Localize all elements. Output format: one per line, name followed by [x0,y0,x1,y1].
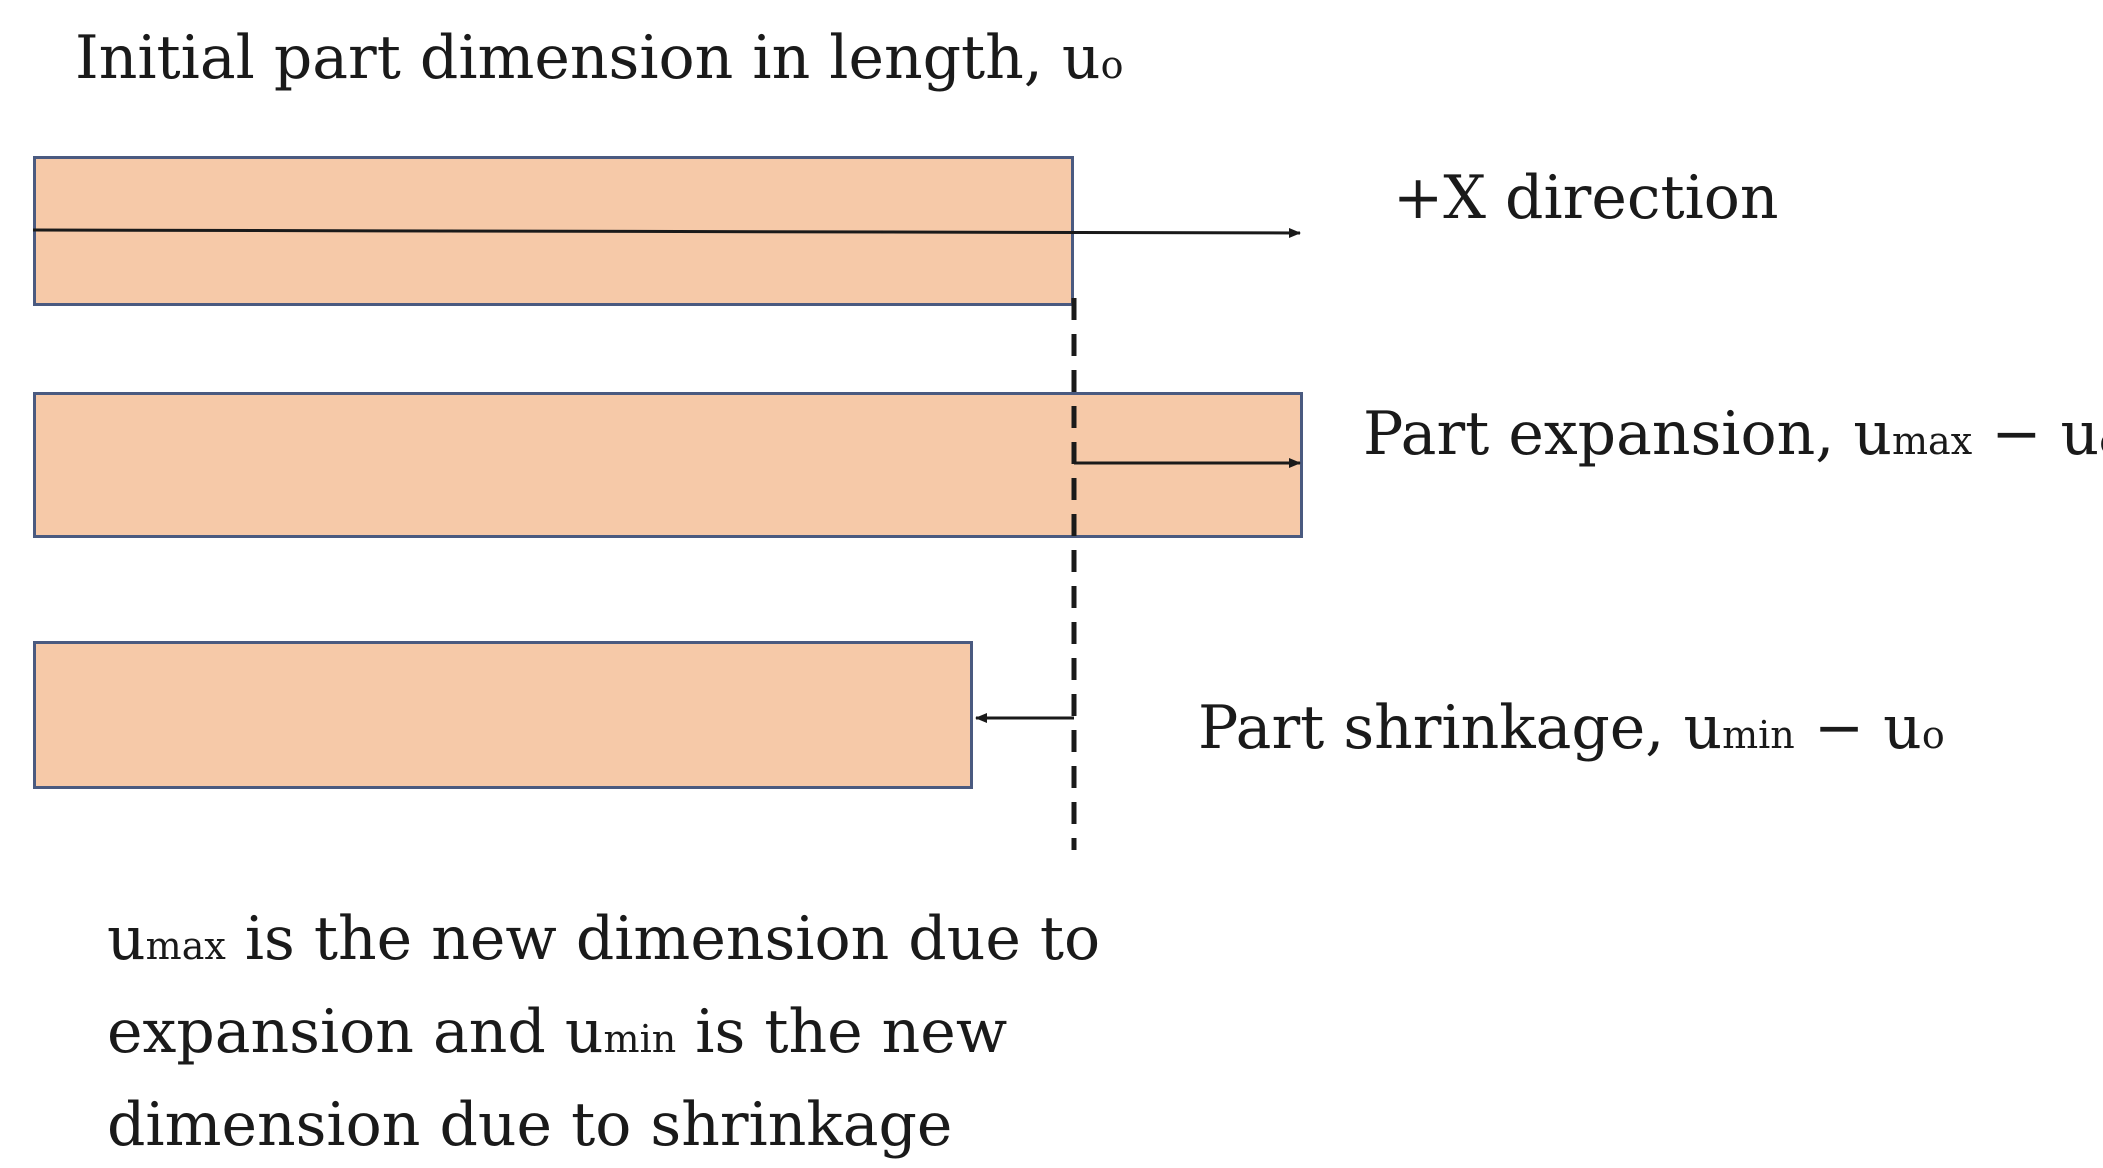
note-sub-max: max [145,924,226,968]
expansion-subscript-o: o [2099,419,2103,463]
x-direction-label: +X direction [1393,163,1779,233]
expansion-text: Part expansion, u [1363,399,1893,469]
shrinkage-subscript-o: o [1921,713,1945,757]
shrinkage-subscript-min: min [1722,713,1795,757]
note-line-3: dimension due to shrinkage [107,1090,953,1160]
initial-dimension-label: Initial part dimension in length, uo [75,28,1123,88]
expansion-subscript-max: max [1892,419,1973,463]
shrinkage-text: Part shrinkage, u [1198,693,1723,763]
initial-dimension-text: Initial part dimension in length, u [75,23,1101,93]
shrinkage-label: Part shrinkage, umin − uo [1198,698,1945,758]
note-sub-min: min [603,1017,677,1061]
definition-note: umax is the new dimension due to expansi… [107,896,1100,1168]
shrunk-part-bar [33,641,973,789]
note-line-2: expansion and umin is the new [107,989,1100,1082]
expansion-label: Part expansion, umax − uo [1363,404,2103,464]
expanded-part-bar [33,392,1303,538]
note-line-1: umax is the new dimension due to [107,896,1100,989]
note-line-2-end: is the new [676,997,1008,1067]
note-u: u [107,904,146,974]
note-line-1-rest: is the new dimension due to [225,904,1101,974]
initial-dimension-subscript: o [1100,43,1124,87]
initial-part-bar [33,156,1074,306]
expansion-minus-u: − u [1972,399,2100,469]
shrinkage-minus-u: − u [1794,693,1922,763]
note-line-2-start: expansion and u [107,997,604,1067]
